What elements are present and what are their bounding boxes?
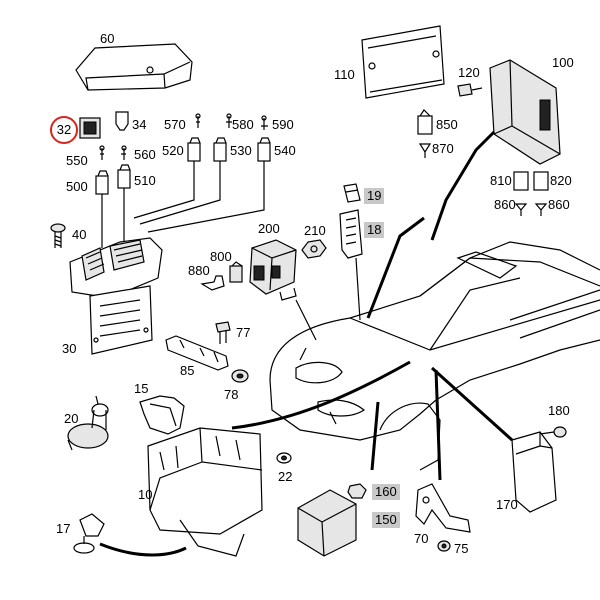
battery-tray-part (147, 427, 263, 557)
label-850: 850 (436, 117, 458, 132)
arrow-sensor-to-tray (99, 542, 187, 557)
nut-icon (301, 239, 327, 259)
label-60: 60 (100, 31, 115, 46)
label-210: 210 (304, 223, 326, 238)
label-120: 120 (458, 65, 480, 80)
label-860-left: 860 (494, 197, 516, 212)
connector-housings (95, 137, 271, 195)
label-820: 820 (550, 173, 572, 188)
nut-75-icon (437, 540, 451, 552)
label-22: 22 (278, 469, 293, 484)
label-160: 160 (372, 484, 400, 500)
screw-77-icon (215, 321, 231, 344)
screw-icon (50, 223, 66, 248)
contact-pins (99, 113, 268, 160)
label-78: 78 (224, 387, 239, 402)
arrow-to-bumper (366, 216, 425, 319)
label-540: 540 (274, 143, 296, 158)
label-34: 34 (132, 117, 147, 132)
label-77: 77 (236, 325, 251, 340)
control-module-icon (361, 25, 445, 99)
arrow-170 (430, 366, 514, 442)
sensor-170-part (511, 431, 557, 513)
pump-20-part (67, 395, 109, 451)
fuse-box-cover-part (75, 43, 193, 91)
label-18: 18 (364, 222, 385, 238)
terminal-870-part (418, 143, 432, 158)
nut-160-icon (347, 483, 367, 499)
label-10: 10 (138, 487, 153, 502)
label-19: 19 (364, 188, 385, 204)
label-560: 560 (134, 147, 156, 162)
label-800: 800 (210, 249, 232, 264)
label-170: 170 (496, 497, 518, 512)
relay-200-part (249, 239, 297, 301)
label-110: 110 (334, 67, 355, 82)
arrow-battery-to-car (231, 360, 411, 430)
label-580: 580 (232, 117, 254, 132)
connector-800-part (229, 261, 243, 283)
label-520: 520 (162, 143, 184, 158)
arrow-ecu-to-car (430, 130, 496, 241)
label-200: 200 (258, 221, 280, 236)
bracket-70-part (415, 483, 471, 533)
bracket-85-part (165, 335, 229, 371)
connector-810-820-parts (513, 171, 549, 216)
ecu-100-part (489, 59, 561, 165)
label-500: 500 (66, 179, 88, 194)
label-15: 15 (134, 381, 149, 396)
cover-150-part (297, 489, 357, 557)
label-550: 550 (66, 153, 88, 168)
connector-850-part (417, 109, 433, 135)
arrow-160 (370, 401, 380, 471)
arrow-200 (295, 299, 317, 341)
label-570: 570 (164, 117, 186, 132)
sensor-15-part (139, 395, 185, 435)
label-17: 17 (56, 521, 71, 536)
label-150: 150 (372, 512, 400, 528)
relay-icon (79, 117, 101, 139)
label-870: 870 (432, 141, 454, 156)
clip-icon (276, 452, 292, 464)
label-810: 810 (490, 173, 512, 188)
label-40: 40 (72, 227, 87, 242)
part-18 (339, 209, 363, 259)
arrow-18 (355, 257, 361, 321)
label-510: 510 (134, 173, 156, 188)
label-70: 70 (414, 531, 429, 546)
car-outline-icon (269, 241, 600, 471)
label-880: 880 (188, 263, 210, 278)
label-32: 32 (50, 116, 78, 144)
label-30: 30 (62, 341, 77, 356)
screw-120-icon (457, 83, 483, 97)
label-100: 100 (552, 55, 574, 70)
label-860-right: 860 (548, 197, 570, 212)
label-180: 180 (548, 403, 570, 418)
sensor-17-part (73, 513, 105, 554)
label-85: 85 (180, 363, 195, 378)
label-20: 20 (64, 411, 79, 426)
fuse-box-assembly-part (69, 237, 163, 355)
screw-180-icon (539, 426, 567, 438)
terminal-880-part (200, 275, 225, 291)
label-590: 590 (272, 117, 294, 132)
label-75: 75 (454, 541, 469, 556)
part-19 (343, 183, 361, 203)
screw-78-icon (231, 369, 249, 383)
arrow-70 (434, 369, 442, 481)
label-530: 530 (230, 143, 252, 158)
fuse-icon (115, 111, 129, 131)
